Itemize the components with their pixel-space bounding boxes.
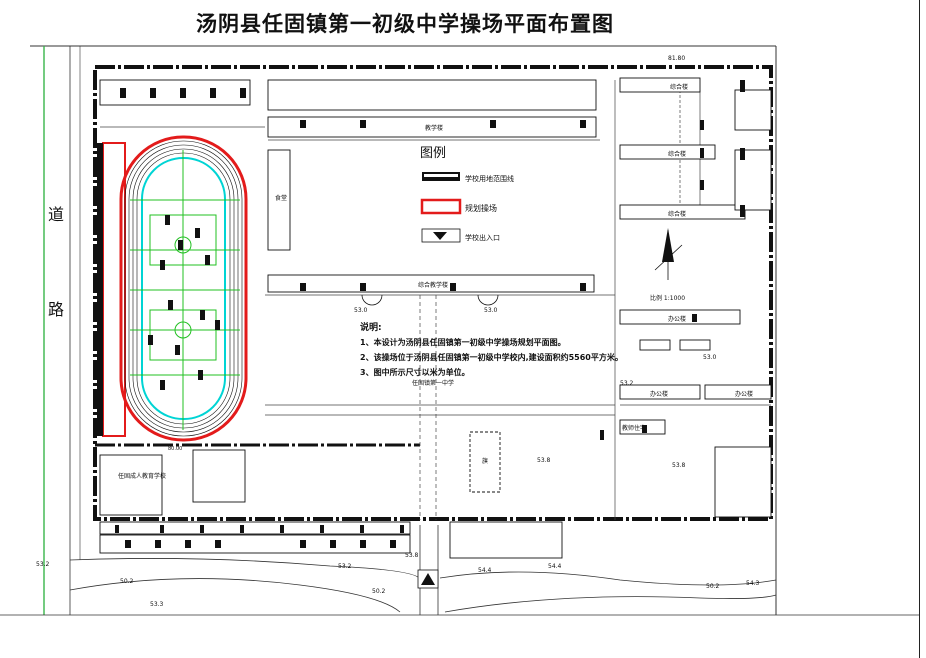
building-dorm1 bbox=[619, 77, 701, 93]
road-label-1: 道 bbox=[48, 205, 65, 224]
building-adult-school bbox=[99, 454, 163, 516]
svg-text:53.8: 53.8 bbox=[672, 462, 686, 469]
elevation-labels: 53.0 53.0 53.0 53.8 53.8 53.2 53.2 53.8 … bbox=[36, 55, 760, 608]
label-canteen: 食堂 bbox=[275, 194, 287, 202]
svg-text:53.8: 53.8 bbox=[405, 552, 419, 559]
frame-lines bbox=[0, 45, 919, 616]
legend-swatch-playground bbox=[420, 198, 462, 215]
svg-text:50.2: 50.2 bbox=[120, 578, 134, 585]
svg-text:54.3: 54.3 bbox=[746, 580, 760, 587]
svg-text:50.2: 50.2 bbox=[372, 588, 386, 595]
school-boundary bbox=[93, 65, 773, 521]
label-dorm2: 综合楼 bbox=[668, 150, 686, 158]
svg-text:53.8: 53.8 bbox=[537, 457, 551, 464]
legend-label-entrance: 学校出入口 bbox=[465, 233, 500, 242]
north-arrow bbox=[654, 228, 683, 280]
arc-features bbox=[361, 294, 499, 306]
building-labels: 教学楼 食堂 综合教学楼 综合楼 综合楼 综合楼 办公楼 办公楼 办公楼 教师住… bbox=[118, 83, 753, 480]
buildings bbox=[99, 77, 772, 559]
svg-text:53.0: 53.0 bbox=[703, 354, 717, 361]
notes-line-1: 1、本设计为汤阴县任固镇第一初级中学操场规划平面图。 bbox=[360, 337, 566, 347]
building-office2 bbox=[619, 384, 701, 400]
label-school-name: 任固镇第一中学 bbox=[412, 379, 454, 387]
svg-text:53.3: 53.3 bbox=[150, 601, 164, 608]
notes-line-3: 3、图中所示尺寸以米为单位。 bbox=[360, 367, 470, 377]
label-teaching-mid: 综合教学楼 bbox=[418, 281, 448, 289]
legend-label-playground: 规划操场 bbox=[465, 203, 497, 213]
building-dorm2 bbox=[619, 144, 716, 160]
building-teaching-mid bbox=[267, 274, 595, 293]
notes-heading: 说明: bbox=[360, 321, 382, 333]
dim-top-right: 81.80 bbox=[668, 55, 685, 62]
road-label-2: 路 bbox=[48, 300, 65, 319]
page-title: 汤阴县任固镇第一初级中学操场平面布置图 bbox=[196, 11, 614, 36]
label-office2: 办公楼 bbox=[650, 390, 668, 398]
label-teaching-top: 教学楼 bbox=[425, 124, 443, 132]
column-marks bbox=[115, 80, 745, 548]
svg-text:53.0: 53.0 bbox=[484, 307, 498, 314]
label-adult-school: 任固成人教育学校 bbox=[118, 472, 166, 480]
building-canteen bbox=[267, 149, 291, 251]
svg-text:53.2: 53.2 bbox=[338, 563, 352, 570]
svg-text:53.0: 53.0 bbox=[354, 307, 368, 314]
svg-text:53.2: 53.2 bbox=[620, 380, 634, 387]
south-road bbox=[69, 525, 777, 615]
frame-edge bbox=[919, 0, 920, 658]
building-north bbox=[267, 79, 597, 111]
building-office3 bbox=[704, 384, 772, 400]
svg-text:53.2: 53.2 bbox=[36, 561, 50, 568]
svg-text:54.4: 54.4 bbox=[478, 567, 492, 574]
notes-line-2: 2、该操场位于汤阴县任固镇第一初级中学校内,建设面积约5560平方米。 bbox=[360, 352, 623, 362]
school-entrance-marker bbox=[417, 569, 439, 589]
notes: 说明: 1、本设计为汤阴县任固镇第一初级中学操场规划平面图。 2、该操场位于汤阴… bbox=[360, 321, 623, 377]
building-office bbox=[619, 309, 741, 325]
playground bbox=[97, 135, 248, 442]
legend-heading: 图例 bbox=[420, 146, 446, 161]
planned-playground-track bbox=[119, 135, 248, 442]
legend-label-boundary: 学校用地范围线 bbox=[465, 174, 514, 183]
label-teacher: 教师住宅 bbox=[622, 424, 646, 432]
label-dorm1: 综合楼 bbox=[670, 83, 688, 91]
label-office: 办公楼 bbox=[668, 315, 686, 323]
svg-text:50.2: 50.2 bbox=[706, 583, 720, 590]
building-teaching-top bbox=[267, 116, 597, 138]
legend: 图例 学校用地范围线 规划操场 学校出入口 bbox=[420, 146, 514, 243]
label-scale: 比例 1:1000 bbox=[650, 294, 685, 302]
svg-text:54.4: 54.4 bbox=[548, 563, 562, 570]
label-office3: 办公楼 bbox=[735, 390, 753, 398]
dim-bottom: 80.00 bbox=[168, 446, 182, 452]
label-dorm3: 综合楼 bbox=[668, 210, 686, 218]
label-flag: 旗 bbox=[482, 457, 488, 465]
